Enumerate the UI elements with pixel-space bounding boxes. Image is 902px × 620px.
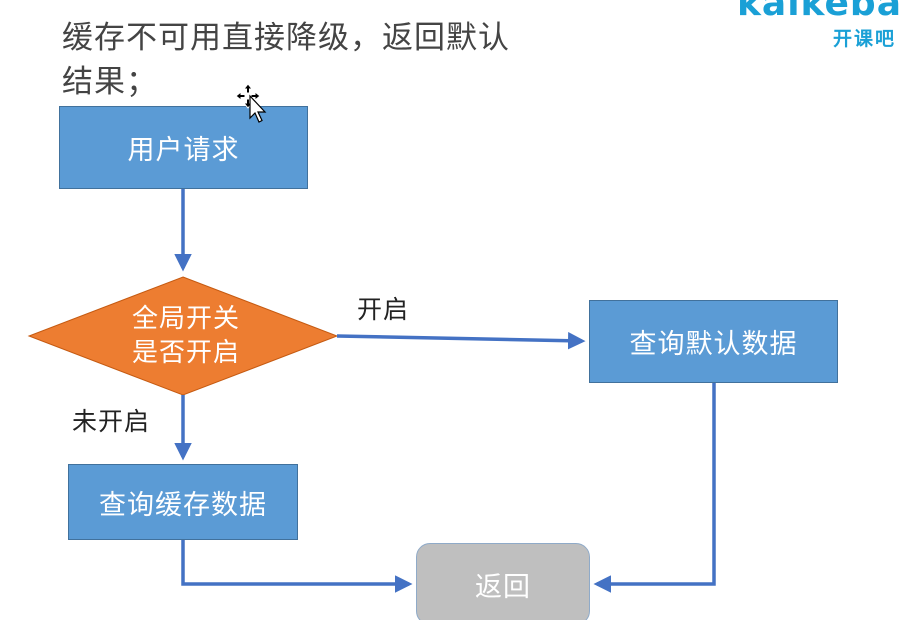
edge-label-on: 开启 xyxy=(357,295,410,324)
connector-decision-to-default xyxy=(336,331,586,350)
heading-line-2: 结果； xyxy=(62,64,158,100)
edge-label-off: 未开启 xyxy=(72,407,151,436)
node-query-cache-label: 查询缓存数据 xyxy=(99,489,267,521)
logo-wordmark: kaikeba xyxy=(736,0,902,24)
node-query-default-data: 查询默认数据 xyxy=(589,300,838,383)
heading-line-1: 缓存不可用直接降级，返回默认 xyxy=(62,20,510,56)
node-query-default-label: 查询默认数据 xyxy=(629,329,798,360)
node-query-cache-data: 查询缓存数据 xyxy=(68,464,298,540)
decision-label-line-2: 是否开启 xyxy=(131,338,240,368)
node-return: 返回 xyxy=(416,543,590,620)
decision-label-line-1: 全局开关 xyxy=(131,304,240,334)
node-decision-label: 全局开关 是否开启 xyxy=(96,302,276,370)
brand-logo: kaikeba 开课吧 xyxy=(702,0,902,56)
node-return-label: 返回 xyxy=(475,571,531,603)
logo-chinese-name: 开课吧 xyxy=(832,28,896,50)
slide-heading: 缓存不可用直接降级，返回默认 结果； xyxy=(62,16,582,104)
node-user-request: 用户请求 xyxy=(59,106,308,189)
move-cursor-icon xyxy=(236,84,267,123)
connector-default-to-return xyxy=(593,383,716,593)
connector-cache-to-return xyxy=(181,540,413,593)
node-user-request-label: 用户请求 xyxy=(127,135,240,166)
